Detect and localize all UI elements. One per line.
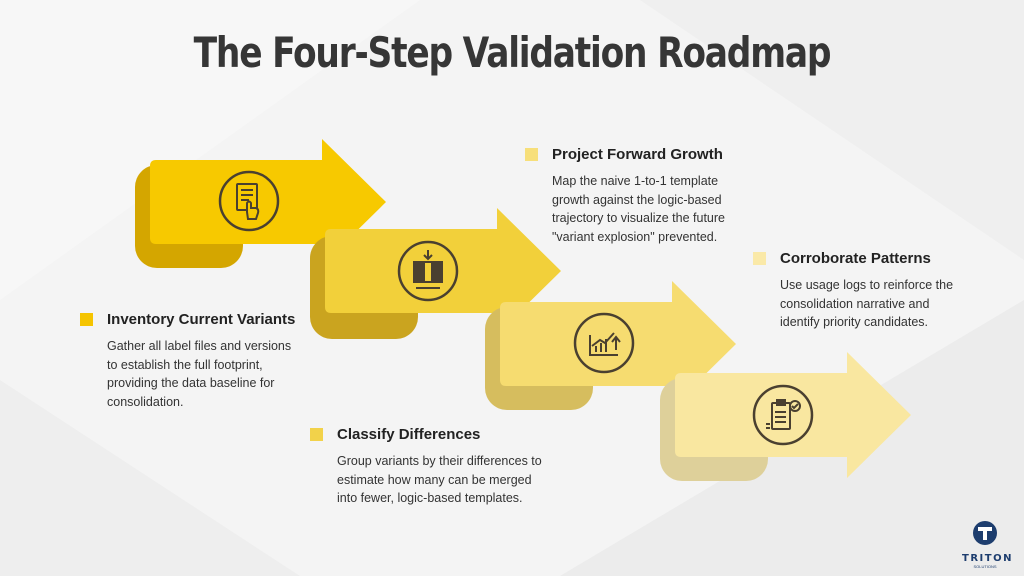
triton-logo: TRITON SOLUTIONS	[962, 520, 1013, 569]
step-4-marker	[753, 252, 766, 265]
step-4-description: Use usage logs to reinforce the consolid…	[780, 278, 954, 329]
step-2-description: Group variants by their differences to e…	[337, 454, 542, 505]
document-hand-icon	[236, 183, 260, 220]
triton-logo-mark	[973, 521, 997, 545]
page-title: The Four-Step Validation Roadmap	[193, 28, 832, 77]
step-2-marker	[310, 428, 323, 441]
step-4-heading: Corroborate Patterns	[780, 250, 931, 267]
step-2-heading: Classify Differences	[337, 426, 481, 443]
growth-chart-icon	[589, 332, 621, 356]
step-3-heading: Project Forward Growth	[552, 146, 723, 163]
step-1: Inventory Current Variants Gather all la…	[80, 311, 310, 411]
clipboard-check-icon	[766, 399, 801, 430]
step-4-arrow	[660, 352, 911, 481]
logo-subtitle: SOLUTIONS	[973, 564, 997, 569]
step-3-marker	[525, 148, 538, 161]
step-4: Corroborate Patterns Use usage logs to r…	[753, 250, 983, 332]
step-3-description: Map the naive 1-to-1 template growth aga…	[552, 174, 725, 244]
step-1-description: Gather all label files and versions to e…	[107, 339, 292, 409]
step-3: Project Forward Growth Map the naive 1-t…	[525, 146, 755, 246]
step-2: Classify Differences Group variants by t…	[310, 426, 550, 508]
logo-wordmark: TRITON	[962, 553, 1013, 564]
merge-columns-icon	[413, 250, 443, 289]
step-1-heading: Inventory Current Variants	[107, 311, 296, 328]
step-1-marker	[80, 313, 93, 326]
